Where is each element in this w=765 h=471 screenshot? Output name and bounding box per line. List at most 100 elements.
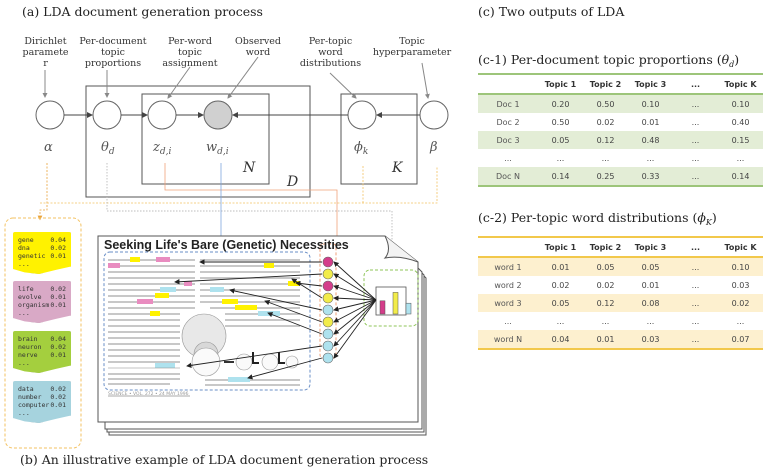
word-draw-arrow — [186, 345, 323, 369]
caption-c2: (c-2) Per-topic word distributions (ϕK) — [478, 210, 717, 227]
value-cell: 0.01 — [641, 117, 660, 127]
topic-word-row: ... — [18, 409, 66, 417]
value-cell: 0.05 — [551, 298, 570, 308]
value-cell: 0.10 — [641, 99, 660, 109]
topic-word: ... — [18, 409, 30, 417]
topic-word: ... — [18, 309, 30, 317]
value-cell: ... — [646, 316, 655, 326]
value-cell: ... — [691, 99, 700, 109]
value-cell: 0.05 — [551, 135, 570, 145]
topic-word-prob: 0.01 — [50, 293, 66, 301]
article-text-left — [108, 259, 195, 385]
value-cell: ... — [691, 171, 700, 181]
row-header-cell: word 3 — [494, 298, 522, 308]
value-cell: 0.40 — [731, 117, 750, 127]
row-header-cell: Doc 3 — [496, 135, 520, 145]
annotation-beta: Topic hyperparameter — [372, 36, 452, 58]
value-cell: 0.50 — [596, 99, 615, 109]
topic-word-prob: 0.01 — [50, 401, 66, 409]
word-draw-arrow — [264, 300, 323, 323]
annotation-theta: Per-document topic proportions — [79, 36, 147, 69]
value-cell: 0.12 — [596, 135, 615, 145]
word-draw-arrow — [229, 288, 323, 311]
topic-word-prob: 0.02 — [50, 285, 66, 293]
value-cell: ... — [601, 316, 610, 326]
topic-assignment-circle — [322, 328, 334, 340]
value-cell: ... — [691, 117, 700, 127]
annotation-w: Observed word — [235, 36, 281, 58]
value-cell: ... — [691, 135, 700, 145]
column-header: Topic 3 — [634, 79, 667, 89]
row-header-cell: ... — [504, 316, 512, 326]
column-header: Topic 1 — [544, 79, 577, 89]
plate-D — [85, 85, 311, 198]
histogram-bar — [379, 300, 386, 315]
value-cell: 0.15 — [731, 135, 750, 145]
topic-draw-arrow — [333, 261, 377, 301]
topic-draw-arrow — [333, 273, 377, 301]
topic-word: organism — [18, 301, 50, 309]
topic-assignment-circle — [322, 292, 334, 304]
plate-label-K: K — [392, 160, 403, 176]
value-cell: ... — [556, 153, 565, 163]
node-alpha — [35, 100, 65, 130]
value-cell: 0.07 — [731, 334, 750, 344]
row-header-cell: ... — [504, 153, 512, 163]
column-header: Topic 1 — [544, 242, 577, 252]
topic-word: gene — [18, 236, 34, 244]
table-row: .................. — [478, 312, 763, 330]
topic-word-prob: 0.01 — [50, 351, 66, 359]
value-cell: 0.01 — [596, 334, 615, 344]
value-cell: 0.05 — [641, 262, 660, 272]
value-cell: 0.02 — [596, 117, 615, 127]
value-cell: ... — [556, 316, 565, 326]
column-header: ... — [690, 242, 701, 252]
topic-word-prob: 0.02 — [50, 385, 66, 393]
plate-label-N: N — [243, 160, 256, 176]
row-header-cell: word 2 — [494, 280, 522, 290]
value-cell: 0.02 — [551, 280, 570, 290]
topic-word: neuron — [18, 343, 42, 351]
column-header: Topic 3 — [634, 242, 667, 252]
topic-assignment-circle — [322, 340, 334, 352]
value-cell: ... — [601, 153, 610, 163]
value-cell: 0.02 — [731, 298, 750, 308]
topic-word: genetic — [18, 252, 46, 260]
symbol-beta: β — [430, 140, 438, 155]
topic-draw-arrow — [333, 284, 377, 301]
topic-draw-arrow — [333, 295, 377, 301]
value-cell: 0.10 — [731, 262, 750, 272]
column-header: ... — [690, 79, 701, 89]
value-cell: 0.01 — [641, 280, 660, 290]
histogram-bars — [379, 292, 412, 315]
topic-arrows — [174, 259, 377, 380]
symbol-alpha: α — [44, 140, 53, 155]
value-cell: ... — [691, 153, 700, 163]
annotation-phi: Per-topic word distributions — [299, 36, 362, 69]
value-cell: 0.50 — [551, 117, 570, 127]
value-cell: 0.05 — [596, 262, 615, 272]
topic-draw-arrow — [333, 299, 377, 359]
row-header-cell: Doc N — [496, 171, 520, 181]
histogram-bar — [392, 292, 399, 315]
topic-word: ... — [18, 359, 30, 367]
topic-assignment-circle — [322, 352, 334, 364]
value-cell: ... — [691, 280, 700, 290]
